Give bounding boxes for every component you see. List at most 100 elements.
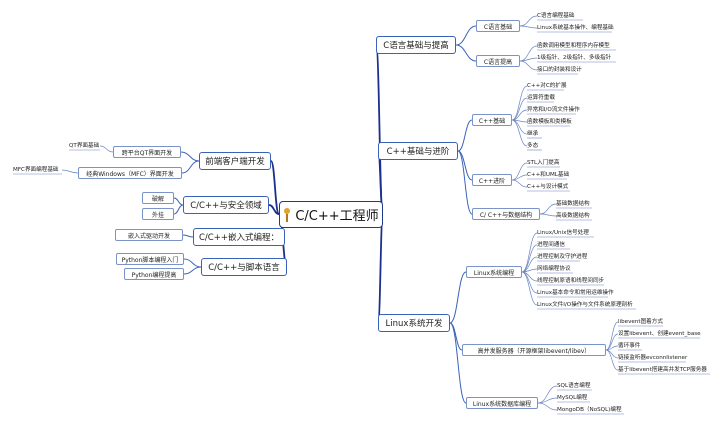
topic-c-basics-label: C语言基础 <box>483 23 513 31</box>
leaf-ipc[interactable]: 进程间通信 <box>537 242 565 248</box>
leaf-event-base[interactable]: 设置libevent、创建event_base <box>618 331 701 337</box>
leaf-exception-io[interactable]: 异常和I/O流文件操作 <box>527 107 580 113</box>
link-script-adv <box>183 266 202 275</box>
link-lsys-2 <box>521 256 538 273</box>
leaf-advanced-ds[interactable]: 高级数据结构 <box>556 213 590 219</box>
leaf-tcp-server[interactable]: 基于libevent搭建高并发TCP服务器 <box>618 367 707 373</box>
branch-embedded[interactable]: C/C++嵌入式编程： <box>193 228 285 246</box>
leaf-memory-model[interactable]: 函数调用模型和程序内存模型 <box>537 43 610 49</box>
topic-cracking-label: 破解 <box>151 195 164 203</box>
link-lsys-6 <box>521 271 538 306</box>
leaf-mysql[interactable]: MySQL编程 <box>557 395 588 401</box>
leaf-design-patterns[interactable]: C++与设计模式 <box>527 184 569 190</box>
topic-game-cheats[interactable]: 外挂 <box>142 208 174 220</box>
topic-python-advanced[interactable]: Python编程提高 <box>124 268 184 280</box>
link-cpp-advanced <box>457 150 473 181</box>
leaf-linux-basics[interactable]: Linux系统基本操作、编程基础 <box>537 25 614 31</box>
leaf-mongodb[interactable]: MongoDB（NoSQL)编程 <box>557 407 622 413</box>
leaf-daemon[interactable]: 进程控制及守护进程 <box>537 254 588 260</box>
link-cppb-0 <box>511 85 528 121</box>
topic-c-basics[interactable]: C语言基础 <box>476 20 520 32</box>
branch-frontend[interactable]: 前端客户端开发 <box>199 152 271 170</box>
link-lhc-4 <box>605 349 619 371</box>
link-cpp-ds <box>457 150 473 215</box>
leaf-basic-ds[interactable]: 基础数据结构 <box>556 201 590 207</box>
topic-mfc[interactable]: 经典Windows（MFC）界面开发 <box>78 167 182 179</box>
topic-python-intro[interactable]: Python脚本编程入门 <box>116 253 184 265</box>
link-linux-db <box>449 322 467 404</box>
leaf-sql[interactable]: SQL语言编程 <box>557 383 591 389</box>
topic-qt-label: 跨平台QT界面开发 <box>121 149 173 157</box>
link-c-l5 <box>519 60 538 71</box>
branch-linux-label: Linux系统开发 <box>385 319 443 329</box>
link-cppds-1 <box>539 213 557 217</box>
topic-high-concurrency[interactable]: 高并发服务器（开源框架libevent/libev） <box>462 344 606 356</box>
root-label: C/C++工程师 <box>295 209 379 224</box>
leaf-templates[interactable]: 函数模板和类模板 <box>527 119 572 125</box>
branch-cpp[interactable]: C++基础与进阶 <box>378 142 458 160</box>
leaf-file-io[interactable]: Linux文件I/O操作与文件系统原理剖析 <box>537 302 633 308</box>
topic-game-cheats-label: 外挂 <box>151 211 164 219</box>
link-lsys-0 <box>521 232 538 273</box>
topic-linux-db[interactable]: Linux系统数据库编程 <box>466 397 538 409</box>
leaf-linux-commands[interactable]: Linux基本命令和常用运维操作 <box>537 290 614 296</box>
branch-security-label: C/C++与安全领域 <box>190 201 262 211</box>
link-cppa-0 <box>511 162 528 181</box>
link-root-security <box>268 204 280 215</box>
leaf-evconnlistener[interactable]: 链接监听器evconnlistener <box>618 355 688 361</box>
link-root-c <box>375 44 384 215</box>
topic-qt[interactable]: 跨平台QT界面开发 <box>113 146 181 158</box>
link-lhc-1 <box>605 333 619 351</box>
branch-c-language[interactable]: C语言基础与提高 <box>376 36 456 54</box>
leaf-network-protocol[interactable]: 网络编程协议 <box>537 266 571 272</box>
topic-cpp-basics[interactable]: C++基础 <box>472 114 512 126</box>
topic-cpp-advanced[interactable]: C++进阶 <box>472 174 512 186</box>
leaf-mfc-basics[interactable]: MFC界面编程基础 <box>13 167 59 173</box>
leaf-interface-design[interactable]: 接口的封装和设计 <box>537 67 582 73</box>
leaf-threads[interactable]: 线程控制原语和线程间同步 <box>537 278 605 284</box>
leaf-inheritance[interactable]: 继承 <box>527 131 539 137</box>
topic-cpp-data-structures[interactable]: C/ C++与数据结构 <box>472 208 540 220</box>
topic-linux-sys-label: Linux系统编程 <box>473 269 515 277</box>
leaf-libevent-mode[interactable]: libevent图着方式 <box>618 319 663 325</box>
topic-cracking[interactable]: 破解 <box>142 192 174 204</box>
branch-frontend-label: 前端客户端开发 <box>205 157 265 167</box>
branch-linux[interactable]: Linux系统开发 <box>378 314 450 332</box>
leaf-signals[interactable]: Linux/Unix信号处理 <box>537 230 589 236</box>
leaf-c-programming-basics[interactable]: C语言编程基础 <box>537 13 575 19</box>
link-script-intro <box>183 258 202 268</box>
root-node[interactable]: C/C++工程师 <box>279 201 383 228</box>
leaf-polymorphism[interactable]: 多态 <box>527 143 539 149</box>
leaf-operator-overload[interactable]: 运算符重载 <box>527 95 555 101</box>
link-cppds-0 <box>539 203 557 215</box>
topic-c-advanced[interactable]: C语言提高 <box>476 55 520 67</box>
topic-high-concurrency-label: 高并发服务器（开源框架libevent/libev） <box>477 347 591 355</box>
lightbulb-pin-icon <box>283 207 291 222</box>
link-c-l1 <box>519 15 538 27</box>
branch-scripting-label: C/C++与脚本语言 <box>208 263 280 273</box>
leaf-uml[interactable]: C++和UML基础 <box>527 172 570 178</box>
topic-c-advanced-label: C语言提高 <box>483 58 513 66</box>
branch-security[interactable]: C/C++与安全领域 <box>183 196 269 214</box>
leaf-cpp-ext[interactable]: C++对C的扩展 <box>527 83 567 89</box>
link-cppb-5 <box>511 119 528 147</box>
leaf-qt-basics[interactable]: QT界面基础 <box>69 143 100 149</box>
link-c-advanced <box>455 44 477 62</box>
topic-cpp-advanced-label: C++进阶 <box>478 177 506 185</box>
branch-c-language-label: C语言基础与提高 <box>383 41 449 51</box>
link-root-frontend <box>270 160 280 215</box>
link-linux-sys <box>449 271 467 324</box>
topic-linux-db-label: Linux系统数据库编程 <box>472 400 532 408</box>
link-c-basics <box>455 25 477 46</box>
leaf-loop-events[interactable]: 循环事件 <box>618 343 641 349</box>
leaf-stl[interactable]: STL入门提高 <box>527 160 560 166</box>
leaf-pointers[interactable]: 1级指针、2级指针、多级指针 <box>537 55 612 61</box>
link-fe-qt <box>180 151 200 162</box>
link-cpp-basics <box>457 119 473 152</box>
link-sec-cheat <box>173 204 184 215</box>
topic-linux-sys[interactable]: Linux系统编程 <box>466 266 522 278</box>
topic-embedded-driver[interactable]: 嵌入式驱动开发 <box>115 229 183 241</box>
link-root-linux <box>377 213 384 324</box>
branch-scripting[interactable]: C/C++与脚本语言 <box>201 258 287 276</box>
